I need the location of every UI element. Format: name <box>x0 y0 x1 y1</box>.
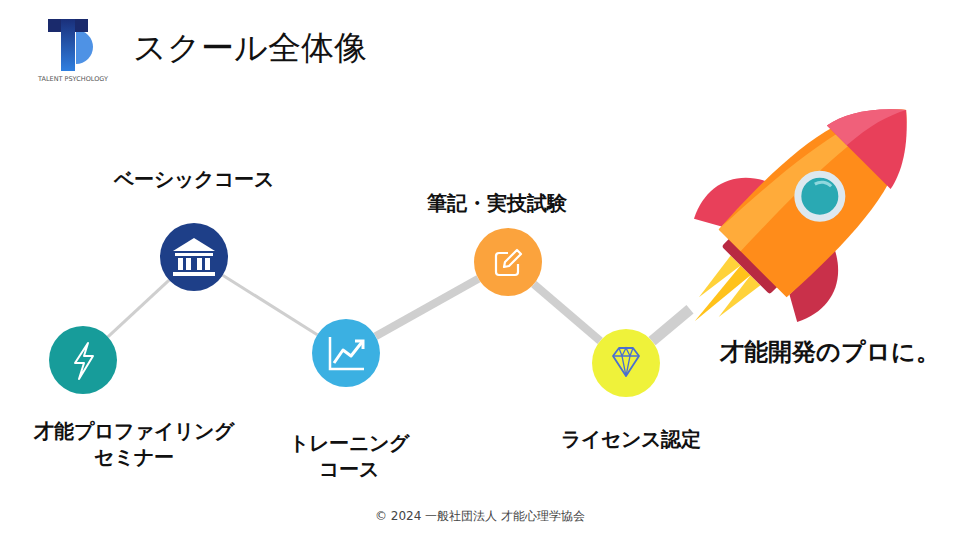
goal-text: 才能開発のプロに。 <box>720 337 940 368</box>
copyright-note: © 2024 一般社団法人 才能心理学協会 <box>375 508 585 525</box>
step-circle: 才能プロファイリング セミナー <box>49 326 117 394</box>
path-connector <box>108 280 169 337</box>
logo-text: TALENT PSYCHOLOGY <box>38 75 108 83</box>
step-label: ライセンス認定 <box>561 426 701 452</box>
step-circle: 筆記・実技試験 <box>474 228 542 296</box>
path-connector <box>534 284 600 341</box>
step-label: 筆記・実技試験 <box>427 190 567 216</box>
step-circle: トレーニング コース <box>312 319 380 387</box>
slide-title: スクール全体像 <box>133 26 367 71</box>
path-connector <box>652 309 690 341</box>
step-label: ベーシックコース <box>114 166 274 192</box>
path-connector <box>223 275 318 335</box>
step-circle: ベーシックコース <box>160 223 228 291</box>
step-circle: ライセンス認定 <box>592 329 660 397</box>
step-label: 才能プロファイリング セミナー <box>34 418 234 470</box>
path-connector <box>376 279 479 337</box>
goal-rocket: 才能開発のプロに。 <box>690 105 915 325</box>
step-label: トレーニング コース <box>289 430 409 482</box>
